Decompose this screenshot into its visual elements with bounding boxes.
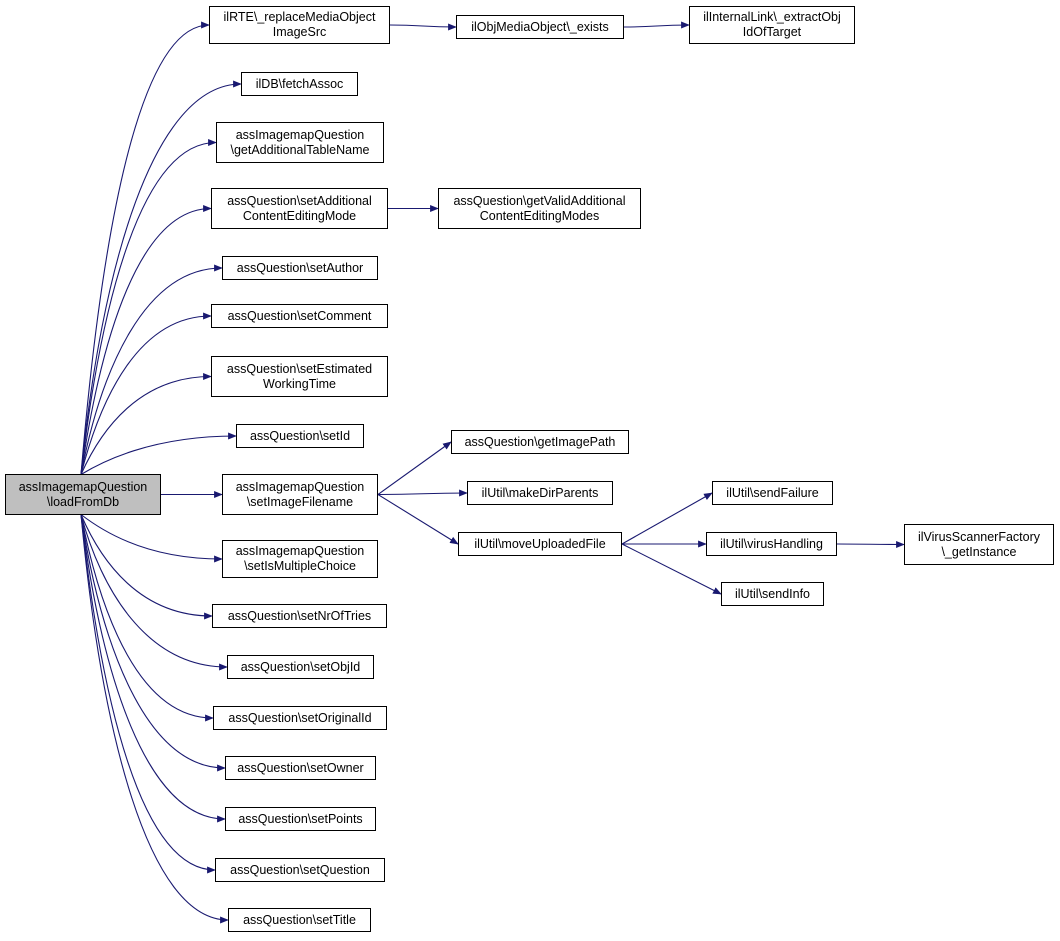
edge-root-to-n_author xyxy=(80,264,223,475)
edge-root-to-n_title xyxy=(80,514,229,924)
edge-root-to-n_objid xyxy=(80,514,228,671)
edge-root-to-n_owner xyxy=(80,514,226,772)
edge-root-to-n_addtab xyxy=(80,138,217,475)
node-ilutil-moveuploadedfile[interactable]: ilUtil\moveUploadedFile xyxy=(458,532,622,556)
edge-root-to-n_comment xyxy=(80,312,212,475)
edge-root-to-n_points xyxy=(80,514,226,823)
edge-n_rte-to-n_mob xyxy=(389,23,457,31)
edge-root-to-n_setace xyxy=(80,204,212,475)
edge-root-to-n_est xyxy=(80,372,212,475)
node-assquestion-getvalidadditionalcontenteditingmodes[interactable]: assQuestion\getValidAdditional ContentEd… xyxy=(438,188,641,229)
node-ildb-fetchassoc[interactable]: ilDB\fetchAssoc xyxy=(241,72,358,96)
edge-n_move-to-n_info xyxy=(621,543,722,595)
node-assimagemapquestion-setimagefilename[interactable]: assImagemapQuestion \setImageFilename xyxy=(222,474,378,515)
edge-root-to-n_db xyxy=(80,80,242,475)
node-assimagemapquestion-getadditionaltablename[interactable]: assImagemapQuestion \getAdditionalTableN… xyxy=(216,122,384,163)
edge-n_move-to-n_fail xyxy=(621,492,713,545)
node-assquestion-setpoints[interactable]: assQuestion\setPoints xyxy=(225,807,376,831)
node-assquestion-setestimatedworkingtime[interactable]: assQuestion\setEstimated WorkingTime xyxy=(211,356,388,397)
node-ilinternallink-extractobjidoftarget[interactable]: ilInternalLink\_extractObj IdOfTarget xyxy=(689,6,855,44)
edge-root-to-n_question xyxy=(80,514,216,874)
node-assquestion-setquestion[interactable]: assQuestion\setQuestion xyxy=(215,858,385,882)
node-ilutil-virushandling[interactable]: ilUtil\virusHandling xyxy=(706,532,837,556)
edge-n_imgfile-to-n_move xyxy=(377,494,459,545)
edge-n_imgfile-to-n_mkdir xyxy=(377,489,468,497)
edge-root-to-n_multi xyxy=(80,514,223,563)
edge-root-to-n_tries xyxy=(80,514,213,620)
edge-root-to-n_id xyxy=(80,432,237,475)
node-assquestion-setid[interactable]: assQuestion\setId xyxy=(236,424,364,448)
edge-n_imgfile-to-n_imgpath xyxy=(377,441,452,495)
node-ilrte-replacemediaobjectimagesrc[interactable]: ilRTE\_replaceMediaObject ImageSrc xyxy=(209,6,390,44)
node-assquestion-settitle[interactable]: assQuestion\setTitle xyxy=(228,908,371,932)
node-assquestion-setoriginalid[interactable]: assQuestion\setOriginalId xyxy=(213,706,387,730)
node-assquestion-setauthor[interactable]: assQuestion\setAuthor xyxy=(222,256,378,280)
edge-n_virus-to-n_scanner xyxy=(836,540,905,549)
edge-root-to-n_rte xyxy=(80,21,210,475)
edge-root-to-n_orig xyxy=(80,514,214,722)
node-ilutil-sendfailure[interactable]: ilUtil\sendFailure xyxy=(712,481,833,505)
node-assquestion-setnroftries[interactable]: assQuestion\setNrOfTries xyxy=(212,604,387,628)
node-assquestion-setowner[interactable]: assQuestion\setOwner xyxy=(225,756,376,780)
node-ilobjmediaobject-exists[interactable]: ilObjMediaObject\_exists xyxy=(456,15,624,39)
node-ilutil-makedirparents[interactable]: ilUtil\makeDirParents xyxy=(467,481,613,505)
node-ilvirusscannerfactory-getinstance[interactable]: ilVirusScannerFactory \_getInstance xyxy=(904,524,1054,565)
node-assimagemapquestion-setismultiplechoice[interactable]: assImagemapQuestion \setIsMultipleChoice xyxy=(222,540,378,578)
node-assquestion-setcomment[interactable]: assQuestion\setComment xyxy=(211,304,388,328)
node-assquestion-getimagepath[interactable]: assQuestion\getImagePath xyxy=(451,430,629,454)
node-assquestion-setadditionalcontenteditingmode[interactable]: assQuestion\setAdditional ContentEditing… xyxy=(211,188,388,229)
node-root-loadfromdb: assImagemapQuestion \loadFromDb xyxy=(5,474,161,515)
node-ilutil-sendinfo[interactable]: ilUtil\sendInfo xyxy=(721,582,824,606)
edge-n_mob-to-n_link xyxy=(623,21,690,29)
node-assquestion-setobjid[interactable]: assQuestion\setObjId xyxy=(227,655,374,679)
